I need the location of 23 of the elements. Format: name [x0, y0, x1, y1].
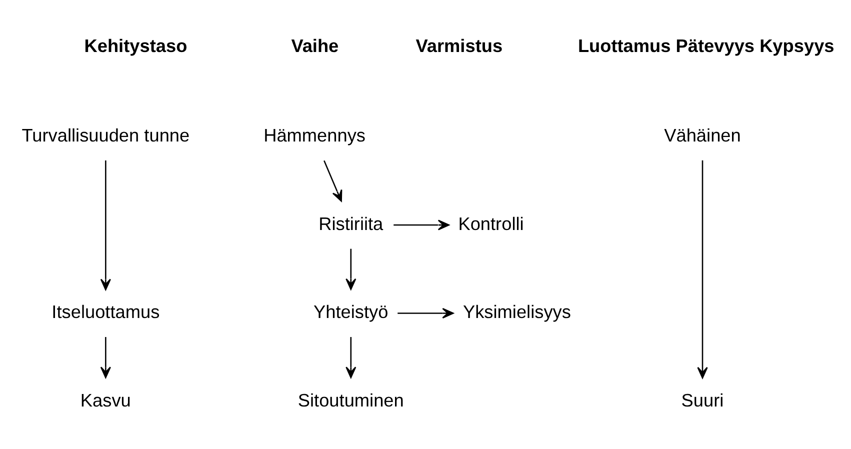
arrow	[100, 160, 111, 290]
node-text: Kasvu	[80, 390, 131, 410]
arrow	[394, 219, 450, 230]
node-text: Itseluottamus	[52, 302, 160, 322]
node-text: Yksimielisyys	[463, 302, 571, 322]
node-text: Sitoutuminen	[298, 390, 404, 410]
label: Kehitystaso	[84, 36, 188, 56]
label: Varmistus	[416, 36, 503, 56]
label: Vaihe	[291, 36, 339, 56]
arrow	[100, 336, 111, 378]
node-text: Yhteistyö	[314, 302, 388, 322]
arrow	[346, 336, 356, 378]
node-text: Hämmennys	[264, 125, 366, 146]
node-text: Ristiriita	[318, 213, 384, 234]
node-text: Vähäinen	[664, 125, 741, 146]
arrow	[398, 307, 454, 318]
node-text: Suuri	[681, 390, 724, 410]
arrow	[697, 160, 708, 378]
node-text: Kontrolli	[458, 213, 524, 234]
arrow	[324, 160, 342, 202]
node-text: Turvallisuuden tunne	[22, 125, 190, 146]
label: Luottamus Pätevyys Kypsyys	[578, 36, 834, 56]
arrow	[346, 248, 356, 290]
